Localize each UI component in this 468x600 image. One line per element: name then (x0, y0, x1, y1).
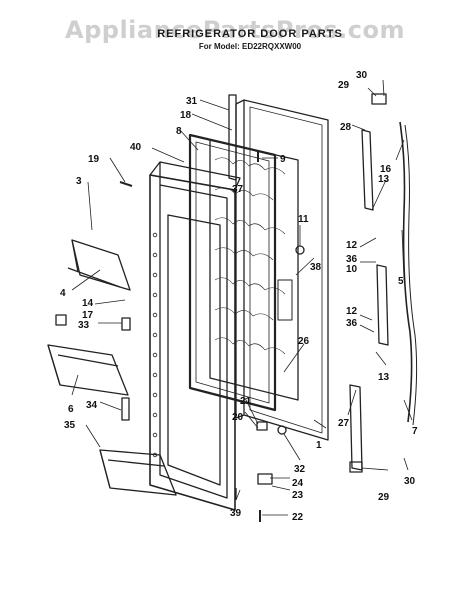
callout-36b: 36 (346, 318, 358, 329)
door-bin-lower (99, 449, 177, 496)
callout-12a: 12 (346, 240, 358, 251)
callout-6: 6 (68, 404, 74, 415)
callout-18: 18 (180, 110, 192, 121)
callout-labels: 1 3 4 5 6 7 8 9 10 11 12 12 13 13 14 16 … (60, 70, 418, 523)
breaker-strip (228, 94, 237, 500)
callout-17: 17 (82, 310, 94, 321)
door-bin-middle (47, 344, 129, 396)
callout-29a: 29 (338, 80, 350, 91)
callout-3: 3 (76, 176, 82, 187)
callout-35: 35 (64, 420, 76, 431)
callout-32: 32 (294, 464, 306, 475)
callout-14: 14 (82, 298, 94, 309)
callout-23: 23 (292, 490, 304, 501)
callout-38: 38 (310, 262, 322, 273)
callout-13a: 13 (378, 174, 390, 185)
callout-21: 21 (240, 396, 252, 407)
leader-lines (71, 79, 413, 516)
callout-34: 34 (86, 400, 98, 411)
door-bin-upper (67, 239, 131, 291)
model-subtitle: For Model: ED22RQXXW00 (198, 42, 302, 51)
callout-4: 4 (60, 288, 66, 299)
callout-7: 7 (412, 426, 418, 437)
callout-1: 1 (316, 440, 322, 451)
callout-19: 19 (88, 154, 100, 165)
callout-31: 31 (186, 96, 198, 107)
diagram-title: REFRIGERATOR DOOR PARTS (157, 28, 343, 40)
callout-39: 39 (230, 508, 242, 519)
small-hardware (55, 93, 387, 522)
callout-13b: 13 (378, 372, 390, 383)
callout-28: 28 (340, 122, 352, 133)
hinge-trim (349, 121, 418, 471)
callout-5: 5 (398, 276, 404, 287)
watermark: AppliancePartsPros.com (65, 16, 405, 44)
callout-26: 26 (298, 336, 310, 347)
inner-door-liner (149, 161, 241, 511)
callout-8: 8 (176, 126, 182, 137)
callout-30a: 30 (356, 70, 368, 81)
callout-27: 27 (338, 418, 350, 429)
callout-10: 10 (346, 264, 358, 275)
foam-insulation (209, 139, 299, 401)
callout-33: 33 (78, 320, 90, 331)
callout-24: 24 (292, 478, 304, 489)
callout-12b: 12 (346, 306, 358, 317)
callout-16: 16 (380, 164, 392, 175)
callout-11: 11 (298, 214, 309, 225)
callout-36a: 36 (346, 254, 358, 265)
callout-22: 22 (292, 512, 304, 523)
callout-37: 37 (232, 184, 244, 195)
callout-30b: 30 (404, 476, 416, 487)
callout-29b: 29 (378, 492, 390, 503)
callout-40: 40 (130, 142, 142, 153)
callout-20: 20 (232, 412, 244, 423)
callout-9: 9 (280, 154, 286, 165)
door-gasket (188, 133, 277, 412)
